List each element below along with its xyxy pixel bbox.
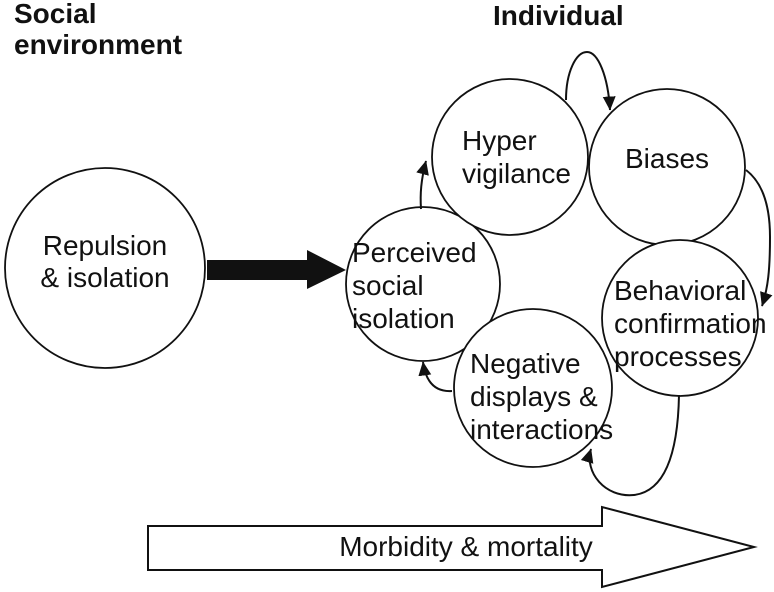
heading-social-environment-line1: Social xyxy=(14,0,96,29)
node-behavioral-confirmation: Behavioral confirmation processes xyxy=(601,239,767,397)
edge-biases-to-behavioral-arrow xyxy=(745,169,773,307)
thick-arrow-repulsion-to-perceived xyxy=(207,250,346,289)
perceived-label-line3: isolation xyxy=(352,303,455,334)
edge-negative-to-perceived-arrow xyxy=(418,361,453,393)
node-perceived-social-isolation: Perceived social isolation xyxy=(345,206,501,362)
behavioral-confirmation-circle xyxy=(601,239,759,397)
edge-behavioral-to-negative-arrow xyxy=(580,394,680,497)
perceived-label-line2: social xyxy=(352,270,424,301)
hyper-vigilance-label-line1: Hyper xyxy=(462,125,537,156)
repulsion-isolation-label-line2: & isolation xyxy=(40,262,169,293)
behavioral-label-line3: processes xyxy=(614,341,742,372)
negative-label-line2: displays & xyxy=(470,381,598,412)
hyper-vigilance-circle xyxy=(431,78,589,236)
negative-displays-circle xyxy=(453,308,613,468)
repulsion-isolation-circle xyxy=(4,167,206,369)
behavioral-label-line1: Behavioral xyxy=(614,275,746,306)
morbidity-mortality-label: Morbidity & mortality xyxy=(339,531,593,562)
behavioral-label-line2: confirmation xyxy=(614,308,767,339)
heading-individual: Individual xyxy=(493,0,624,31)
node-biases: Biases xyxy=(588,88,746,246)
node-negative-displays: Negative displays & interactions xyxy=(453,308,613,468)
morbidity-mortality-arrow-shape xyxy=(147,505,758,589)
edge-hyper-to-biases-loop-arrow xyxy=(565,50,616,111)
biases-label: Biases xyxy=(625,143,709,174)
repulsion-isolation-label-line1: Repulsion xyxy=(43,230,168,261)
perceived-label-line1: Perceived xyxy=(352,237,477,268)
heading-social-environment-line2: environment xyxy=(14,29,182,60)
outcome-arrow: Morbidity & mortality xyxy=(147,505,758,589)
negative-label-line1: Negative xyxy=(470,348,581,379)
negative-label-line3: interactions xyxy=(470,414,613,445)
edge-perceived-to-hyper-arrow xyxy=(416,160,429,210)
node-hyper-vigilance: Hyper vigilance xyxy=(431,78,589,236)
perceived-social-isolation-circle xyxy=(345,206,501,362)
hyper-vigilance-label-line2: vigilance xyxy=(462,158,571,189)
node-repulsion-isolation: Repulsion & isolation xyxy=(4,167,206,369)
